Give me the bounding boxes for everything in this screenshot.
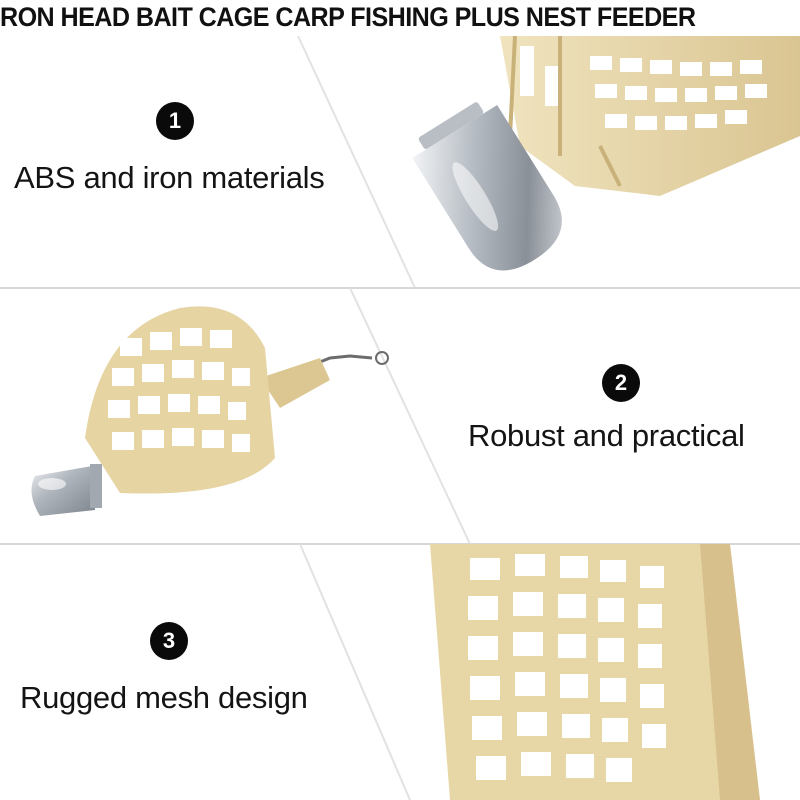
cage-closeup-with-iron-head xyxy=(0,36,800,288)
panel-divider xyxy=(0,543,800,545)
feature-panel-3: 3 Rugged mesh design xyxy=(0,544,800,800)
product-title: RON HEAD BAIT CAGE CARP FISHING PLUS NES… xyxy=(0,2,696,32)
feature-panel-2: 2 Robust and practical xyxy=(0,288,800,544)
feature-number-badge: 2 xyxy=(602,364,640,402)
feature-text: Robust and practical xyxy=(468,418,745,453)
feature-text: Rugged mesh design xyxy=(20,680,308,715)
feature-panel-1: 1 ABS and iron materials xyxy=(0,36,800,288)
feature-number-badge: 3 xyxy=(150,622,188,660)
full-feeder-with-swivel xyxy=(31,288,471,544)
mesh-detail-closeup xyxy=(299,544,760,800)
panel-divider xyxy=(0,287,800,289)
feature-number-badge: 1 xyxy=(156,102,194,140)
feature-text: ABS and iron materials xyxy=(14,160,325,195)
